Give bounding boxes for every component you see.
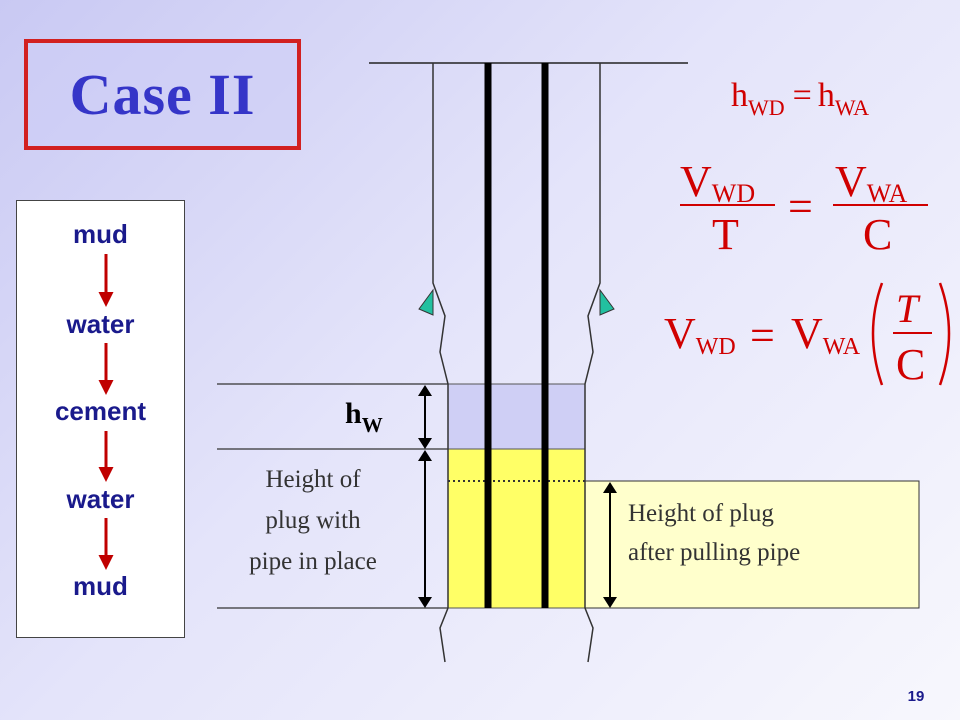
plug-with-pipe-dimension-arrow (418, 450, 432, 608)
svg-text:VWA: VWA (791, 309, 861, 360)
svg-text:C: C (896, 340, 925, 389)
sequence-item-cement: cement (54, 396, 147, 426)
equation-volume-ratio: VWD T = VWA C (680, 157, 928, 259)
plug-after-dimension-arrow (603, 482, 617, 608)
svg-text:VWA: VWA (835, 157, 907, 208)
sequence-item-mud-top: mud (73, 219, 128, 249)
wellbore-walls (432, 63, 601, 663)
title-box: Case II (24, 39, 301, 150)
hw-dimension-arrow (418, 385, 432, 449)
svg-text:C: C (863, 210, 892, 259)
plug-after-line-2: after pulling pipe (628, 539, 801, 566)
plug-with-pipe-line-2: plug with (265, 507, 361, 534)
sequence-item-water-1: water (66, 309, 135, 339)
svg-text:VWD: VWD (664, 309, 736, 360)
plug-after-pulling-box (584, 480, 920, 609)
sequence-item-mud-bottom: mud (73, 571, 128, 601)
plug-with-pipe-line-1: Height of (265, 466, 361, 493)
plug-with-pipe-label: Height of plug with pipe in place (213, 459, 413, 582)
svg-text:=: = (750, 311, 775, 360)
water-column (447, 383, 586, 450)
cement-plug (447, 448, 586, 609)
svg-text:=: = (788, 182, 813, 231)
centralizer-left (418, 288, 434, 316)
svg-text:VWD: VWD (680, 157, 755, 208)
svg-text:T: T (712, 210, 739, 259)
hw-label: hW (345, 397, 383, 437)
plug-with-pipe-line-3: pipe in place (249, 548, 377, 575)
equation-height-equality: hWD=hWA (731, 77, 869, 120)
plug-after-line-1: Height of plug (628, 500, 774, 527)
centralizer-right (599, 288, 615, 316)
page-number: 19 (907, 688, 925, 705)
reference-lines (217, 383, 448, 609)
slide-title: Case II (69, 62, 256, 127)
sequence-item-water-2: water (66, 484, 135, 514)
plug-after-label: Height of plug after pulling pipe (628, 494, 908, 572)
equation-volume-solution: VWD = VWA T C (664, 282, 951, 389)
svg-text:T: T (896, 286, 921, 331)
